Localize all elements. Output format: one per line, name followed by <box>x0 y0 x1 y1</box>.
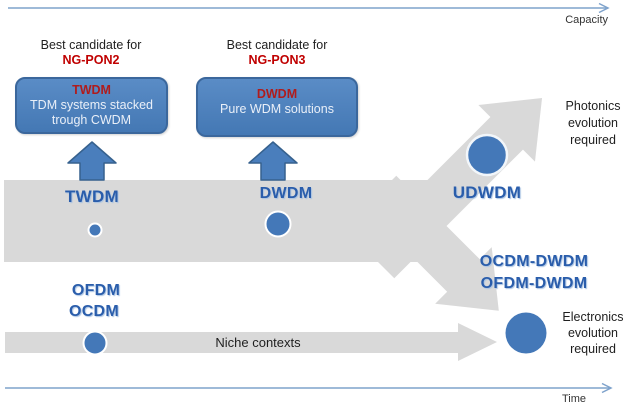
dwdm-dot <box>264 210 292 238</box>
twdm-dot <box>87 222 103 238</box>
niche-band-arrowhead-icon <box>458 323 497 361</box>
electronics-fork-arrow-icon <box>363 175 499 311</box>
dwdm-upgrade-arrow-icon <box>248 141 298 181</box>
electronics-note-line2: evolution <box>567 326 619 340</box>
ngpon2-intro-text: Best candidate for <box>40 38 142 52</box>
ngpon2-callout-heading: Best candidate for NG-PON2 <box>20 37 162 67</box>
twdm-callout-box: TWDM TDM systems stacked trough CWDM <box>15 77 168 134</box>
dwdm-band-label: DWDM <box>259 185 313 202</box>
photonics-note-line3: required <box>570 133 616 147</box>
photonics-note: Photonics evolution required <box>552 98 633 149</box>
dwdm-box-title: DWDM <box>256 87 298 101</box>
twdm-box-line2: trough CWDM <box>51 113 132 127</box>
ofdm-band-label: OFDM <box>71 282 121 299</box>
dwdm-callout-box: DWDM Pure WDM solutions <box>196 77 358 137</box>
twdm-band-label: TWDM <box>64 187 120 206</box>
electronics-note: Electronics evolution required <box>550 309 633 357</box>
ngpon3-name-text: NG-PON3 <box>248 53 306 67</box>
electronics-dot <box>505 312 547 354</box>
ocdm-band-label: OCDM <box>68 303 120 320</box>
ngpon3-intro-text: Best candidate for <box>226 38 328 52</box>
twdm-upgrade-arrow-icon <box>67 141 117 181</box>
capacity-axis-arrowhead-icon <box>598 2 610 14</box>
ocdm-dwdm-band-label: OCDM-DWDM <box>479 253 589 270</box>
twdm-box-title: TWDM <box>72 83 111 97</box>
electronics-note-line3: required <box>570 342 616 356</box>
time-axis-label: Time <box>561 393 587 405</box>
ofdm-dwdm-band-label: OFDM-DWDM <box>480 275 588 292</box>
photonics-note-line2: evolution <box>567 116 619 130</box>
time-axis-arrowhead-icon <box>601 382 613 394</box>
ofdm-ocdm-dot <box>82 330 108 356</box>
dwdm-box-line1: Pure WDM solutions <box>220 102 334 116</box>
twdm-box-line1: TDM systems stacked <box>30 98 153 112</box>
udwdm-band-label: UDWDM <box>452 183 522 202</box>
niche-contexts-label: Niche contexts <box>215 335 301 350</box>
electronics-note-line1: Electronics <box>562 310 624 324</box>
photonics-note-line1: Photonics <box>565 99 621 113</box>
capacity-axis-label: Capacity <box>565 14 608 26</box>
ngpon2-name-text: NG-PON2 <box>62 53 120 67</box>
main-evolution-band <box>4 180 430 262</box>
udwdm-dot <box>465 133 509 177</box>
ngpon3-callout-heading: Best candidate for NG-PON3 <box>206 37 348 67</box>
niche-band <box>5 332 458 353</box>
